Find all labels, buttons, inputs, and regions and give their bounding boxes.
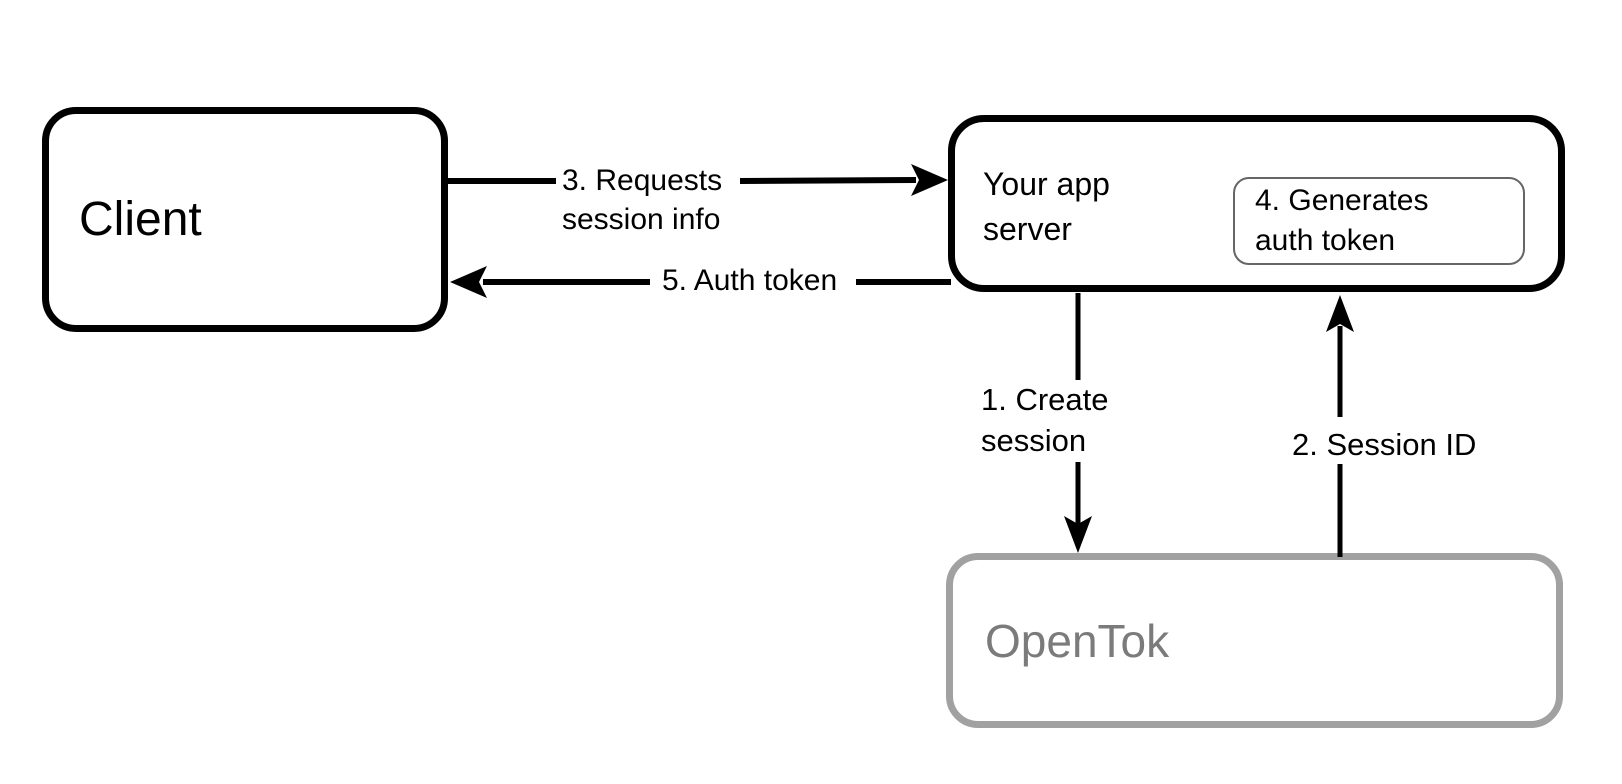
auth-token-arrowhead-icon <box>450 266 487 298</box>
edge-label-requests-session-info: 3. Requests session info <box>562 164 723 236</box>
node-opentok: OpenTok <box>946 553 1563 728</box>
create-session-arrowhead-icon <box>1064 516 1092 553</box>
requests-arrowhead-icon <box>911 164 948 196</box>
edge-label-create-session: 1. Create session <box>981 382 1109 458</box>
node-client: Client <box>42 107 448 332</box>
edge-label-auth-token: 5. Auth token <box>662 264 838 297</box>
node-app-server-label: Your app server <box>983 166 1110 247</box>
session-id-arrowhead-icon <box>1326 295 1354 332</box>
edge-label-session-id: 2. Session ID <box>1292 427 1477 462</box>
node-client-label: Client <box>79 193 202 246</box>
node-generates-auth-token-label: 4. Generates auth token <box>1255 184 1429 257</box>
node-generates-auth-token: 4. Generates auth token <box>1233 177 1525 265</box>
node-app-server: Your app server 4. Generates auth token <box>948 115 1565 292</box>
requests-arrow-line-right <box>739 177 917 184</box>
node-opentok-label: OpenTok <box>985 614 1170 667</box>
